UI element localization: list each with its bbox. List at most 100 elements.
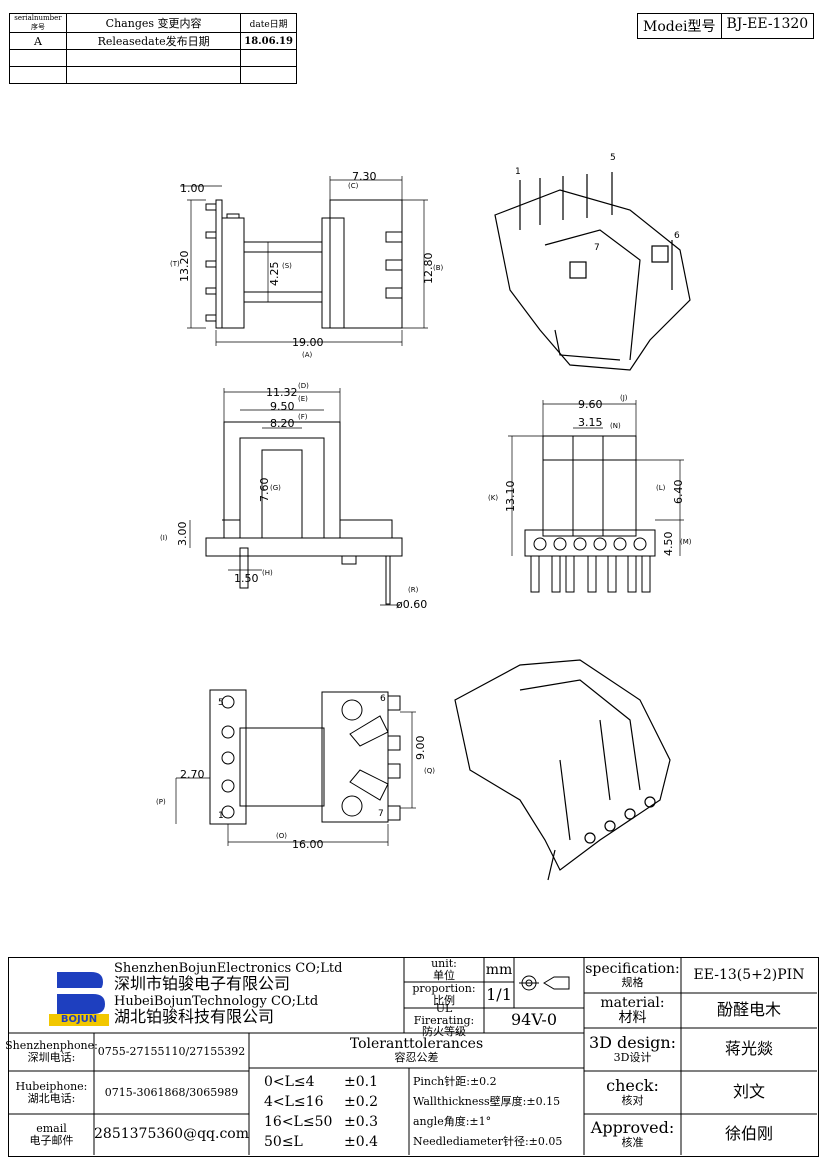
label-l: (L) [656, 484, 666, 492]
note-pinch: Pinch针距:±0.2 [413, 1075, 497, 1088]
label-j: (J) [620, 394, 628, 402]
front-view [205, 421, 403, 605]
label-p: (P) [156, 798, 166, 806]
label-b: (B) [433, 264, 444, 272]
dim-9-60: 9.60 [578, 398, 603, 411]
tolerance-row: 50≤L±0.4 [264, 1134, 378, 1150]
dim-13-10: 13.10 [504, 481, 517, 513]
notes-list: Pinch针距:±0.2 Wallthickness壁厚度:±0.15 angl… [413, 1072, 583, 1152]
note-angle: angle角度:±1° [413, 1115, 492, 1128]
label-g: (G) [270, 484, 281, 492]
label-q: (Q) [424, 767, 435, 775]
pin-label-7: 7 [594, 243, 600, 253]
tolerance-row: 0<L≤4±0.1 [264, 1074, 378, 1090]
dim-9-00: 9.00 [414, 736, 427, 761]
contact-value-hubei: 0715-3061868/3065989 [104, 1085, 239, 1099]
bottom-pin-label-6: 6 [380, 694, 386, 704]
contact-label-shenzhen: Shenzhenphone:深圳电话: [5, 1039, 98, 1064]
label-r: (R) [408, 586, 419, 594]
material-label: material:材料 [600, 994, 665, 1026]
spec-value: EE-13(5+2)PIN [693, 967, 805, 984]
approved-value: 徐伯刚 [724, 1124, 773, 1144]
label-m: (M) [680, 538, 692, 546]
label-k: (K) [488, 494, 498, 502]
right-view [524, 435, 656, 593]
dim-3-00: 3.00 [176, 522, 189, 547]
label-h: (H) [262, 569, 273, 577]
check-value: 刘文 [732, 1082, 765, 1102]
dim-3-15: 3.15 [578, 416, 603, 429]
logo-text: BOJUN [60, 1014, 98, 1025]
ul-label: UL Firerating:防火等级 [413, 1002, 475, 1039]
isometric-view-top [494, 172, 691, 371]
dim-13-20: 13.20 [178, 251, 191, 283]
design-label: 3D design:3D设计 [588, 1033, 677, 1065]
spec-label: specification:规格 [585, 961, 680, 990]
dim-7-60: 7.60 [258, 478, 271, 503]
bottom-pin-label-7: 7 [378, 809, 384, 819]
label-f: (F) [298, 413, 308, 421]
label-c: (C) [348, 182, 359, 190]
company-en-1: ShenzhenBojunElectronics CO;Ltd [114, 961, 343, 976]
company-en-2: HubeiBojunTechnology CO;Ltd [114, 994, 319, 1009]
label-n: (N) [610, 422, 621, 430]
pin-label-1: 1 [515, 167, 521, 177]
company-cn-1: 深圳市铂骏电子有限公司 [114, 974, 291, 993]
label-o: (O) [276, 832, 287, 840]
title-block-grid [9, 958, 817, 1155]
unit-label: unit:单位 [431, 957, 457, 982]
pin-label-6: 6 [674, 231, 680, 241]
dim-7-30: 7.30 [352, 170, 377, 183]
bottom-view [209, 689, 401, 825]
revision-table: serialnumber序号 Changes 变更内容 date日期 A Rel… [9, 13, 297, 84]
ul-value: 94V-0 [510, 1010, 558, 1030]
approved-label: Approved:核准 [590, 1118, 675, 1150]
material-value: 酚醛电木 [716, 1000, 781, 1020]
bottom-pin-label-5: 5 [218, 698, 224, 708]
dim-4-25: 4.25 [268, 262, 281, 287]
company-cn-2: 湖北铂骏科技有限公司 [114, 1007, 275, 1026]
dim-11-32: 11.32 [266, 386, 298, 399]
contact-value-email: 2851375360@qq.com [94, 1126, 249, 1143]
title-block: BOJUN ShenzhenBojunElectronics CO;Ltd 深圳… [5, 957, 819, 1157]
side-view [205, 199, 403, 329]
bottom-pin-label-1: 1 [218, 811, 224, 821]
check-label: check:核对 [606, 1076, 659, 1108]
dim-6-40: 6.40 [672, 480, 685, 505]
dim-16-00: 16.00 [292, 838, 324, 851]
pin-label-5: 5 [610, 153, 616, 163]
dim-0-60: ø0.60 [396, 598, 427, 611]
note-needle-diameter: Needlediameter针径:±0.05 [413, 1135, 563, 1148]
note-wallthickness: Wallthickness壁厚度:±0.15 [413, 1095, 561, 1108]
technical-drawing: 1.00 7.30 13.20 4.25 12.80 19.00 11.32 9… [156, 153, 692, 881]
tolerance-list: 0<L≤4±0.1 4<L≤16±0.2 16<L≤50±0.3 50≤L±0.… [264, 1072, 404, 1152]
dim-8-20: 8.20 [270, 417, 295, 430]
dim-4-50: 4.50 [662, 532, 675, 557]
logo-mark [49, 972, 109, 1026]
label-i: (I) [160, 534, 168, 542]
contact-value-shenzhen: 0755-27155110/27155392 [97, 1045, 246, 1059]
contact-label-hubei: Hubeiphone:湖北电话: [15, 1079, 88, 1105]
dim-2-70: 2.70 [180, 768, 205, 781]
tolerance-row: 16<L≤50±0.3 [264, 1114, 378, 1130]
label-e: (E) [298, 395, 308, 403]
label-s: (S) [282, 262, 292, 270]
label-a: (A) [302, 351, 313, 359]
isometric-view-bottom [454, 659, 671, 881]
dim-12-80: 12.80 [422, 253, 435, 285]
dim-9-50: 9.50 [270, 400, 295, 413]
model-value: BJ-EE-1320 [720, 14, 814, 38]
unit-value: mm [485, 961, 513, 978]
dim-1-50: 1.50 [234, 572, 259, 585]
label-t: (T) [170, 260, 180, 268]
design-value: 蒋光燚 [724, 1039, 773, 1059]
dim-19-00: 19.00 [292, 336, 324, 349]
model-box: Modei型号 BJ-EE-1320 [637, 13, 815, 39]
logo: BOJUN [49, 968, 109, 1028]
label-d: (D) [298, 382, 309, 390]
model-label: Modei型号 [643, 19, 716, 35]
proportion-value: 1/1 [486, 984, 512, 1004]
proportion-label: proportion:比例 [412, 982, 476, 1007]
